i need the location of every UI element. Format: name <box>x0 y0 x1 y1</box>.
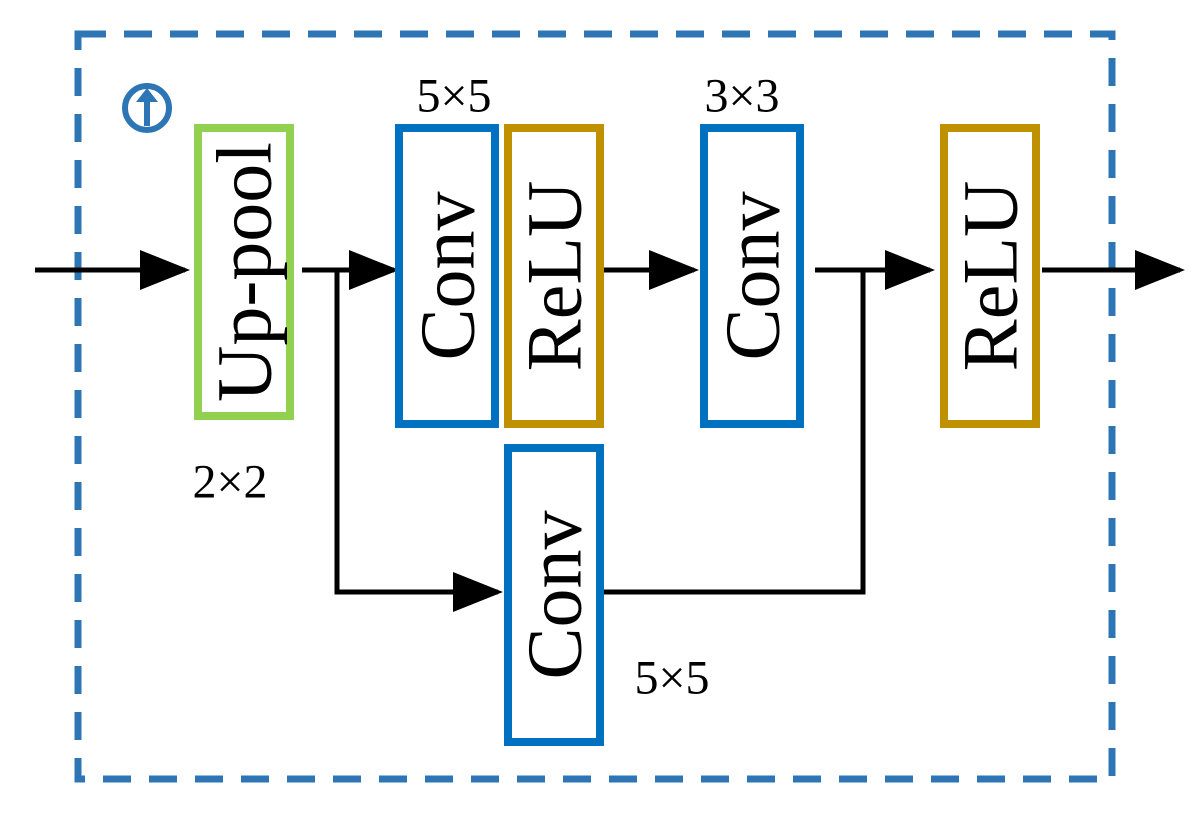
conv2-block: Conv <box>700 124 804 428</box>
conv2-label: Conv <box>709 191 796 360</box>
conv-skip-label: Conv <box>511 510 598 679</box>
uppool-block: Up-pool <box>194 124 294 420</box>
relu1-label: ReLU <box>511 181 598 372</box>
connectors <box>35 250 1185 612</box>
uppool-kernel-label: 2×2 <box>192 456 267 509</box>
skip-branch-line <box>334 270 503 612</box>
relu2-block: ReLU <box>940 124 1040 428</box>
upsampling-icon <box>122 83 172 133</box>
conv-skip-kernel-label: 5×5 <box>634 652 709 705</box>
conv2-kernel-label: 3×3 <box>704 70 779 123</box>
conv-skip-block: Conv <box>504 444 604 746</box>
relu2-label: ReLU <box>947 181 1034 372</box>
conv1-label: Conv <box>404 191 491 360</box>
uppool-label: Up-pool <box>201 142 288 402</box>
relu1-block: ReLU <box>504 124 604 428</box>
conv1-kernel-label: 5×5 <box>416 70 491 123</box>
conv1-block: Conv <box>395 124 499 428</box>
dashed-module-frame <box>74 30 1116 783</box>
skip-merge-line <box>603 270 866 595</box>
